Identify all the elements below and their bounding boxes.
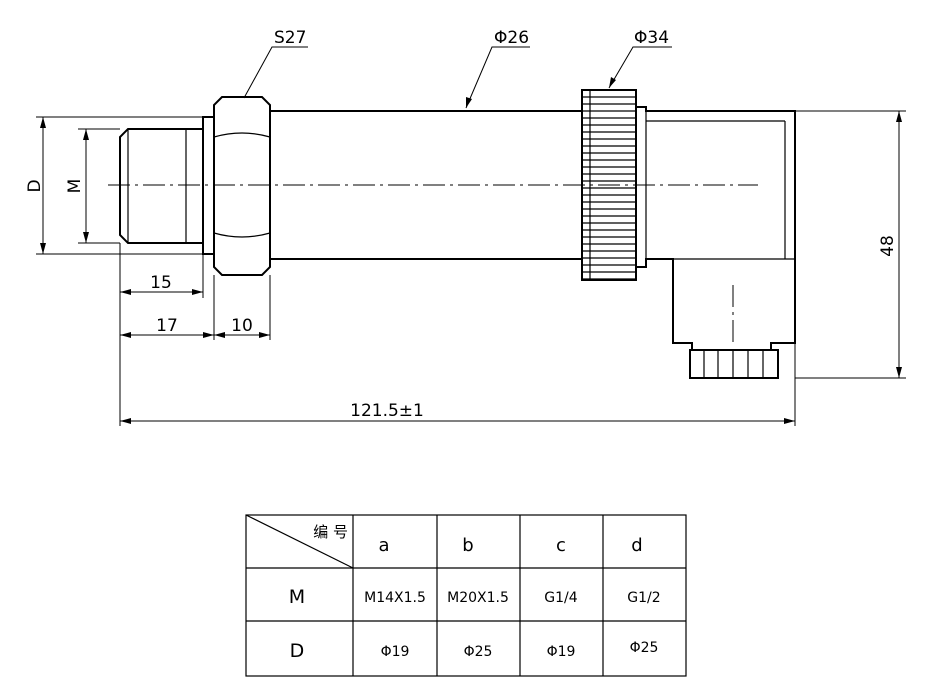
cell-d-c: Φ19: [547, 644, 576, 660]
threaded-tip: [119, 128, 204, 244]
s27-label: S27: [274, 28, 306, 48]
table-border: [245, 514, 687, 677]
m-label: M: [65, 179, 85, 194]
col-header-c: c: [556, 535, 566, 556]
dia-34-label: Φ34: [634, 28, 669, 48]
cell-d-d: Φ25: [630, 640, 659, 656]
dimensions: D M 15 17 10 121.5±1 48: [25, 28, 906, 426]
height-48-label: 48: [878, 235, 898, 257]
cell-d-a: Φ19: [381, 644, 410, 660]
total-length-label: 121.5±1: [350, 401, 424, 421]
cell-m-b: M20X1.5: [447, 590, 509, 606]
corner-label: 编 号: [313, 523, 348, 541]
dim-17-label: 17: [156, 316, 178, 336]
collar: [202, 116, 215, 255]
d-label: D: [25, 179, 45, 192]
row-label-d: D: [290, 640, 305, 662]
cell-m-c: G1/4: [544, 590, 577, 606]
sensor-outline: [108, 89, 796, 379]
cell-m-d: G1/2: [627, 590, 660, 606]
cable-gland: [689, 349, 779, 379]
spec-table: 编 号 a b c d M M14X1.5 M20X1.5 G1/4 G1/2 …: [245, 514, 687, 677]
col-header-a: a: [378, 535, 389, 556]
connector-housing: [636, 106, 796, 351]
knurled-nut: [581, 89, 637, 281]
row-label-m: M: [289, 586, 305, 608]
dim-10-label: 10: [231, 316, 253, 336]
corner-diagonal: [245, 514, 354, 569]
main-body: [270, 110, 582, 260]
hex-nut: [213, 96, 271, 276]
col-header-d: d: [631, 535, 642, 556]
cell-m-a: M14X1.5: [364, 590, 426, 606]
dim-15-label: 15: [150, 273, 172, 293]
dia-26-label: Φ26: [494, 28, 529, 48]
cell-d-b: Φ25: [464, 644, 493, 660]
col-header-b: b: [462, 535, 473, 556]
